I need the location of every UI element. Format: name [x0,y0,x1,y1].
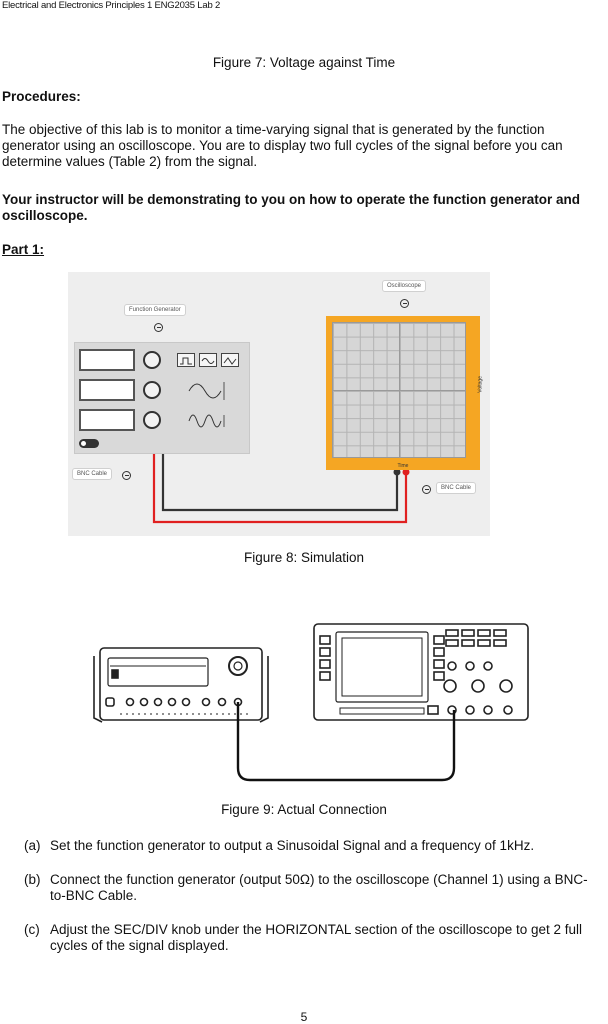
function-generator-panel [74,342,250,454]
generator-display-1 [79,349,135,371]
function-generator-label: Function Generator [124,304,186,316]
figure8-caption: Figure 8: Simulation [243,550,365,565]
procedures-heading: Procedures: [2,89,81,104]
power-toggle[interactable] [79,439,99,448]
function-generator-drawing [93,647,269,723]
generator-display-3 [79,409,135,431]
bnc-cable-left-minus-icon[interactable] [122,471,131,480]
voltage-axis-label: Voltage [478,376,484,393]
step-c-text: Adjust the SEC/DIV knob under the HORIZO… [50,922,583,953]
sine-wave-icon [201,358,215,364]
frequency-sine-icon [188,414,225,428]
bnc-cable-right-minus-icon[interactable] [422,485,431,494]
power-toggle-knob [81,441,86,446]
oscilloscope-label: Oscilloscope [382,280,427,292]
function-generator-minus-icon[interactable] [154,323,163,332]
actual-connection-figure [93,623,529,782]
screen-horizontal-axis [333,390,465,391]
oscilloscope-screen [332,322,466,458]
bnc-cable-drawing [236,702,456,782]
generator-knob-2[interactable] [143,381,161,399]
figure7-caption: Figure 7: Voltage against Time [212,55,396,70]
oscilloscope-drawing [313,623,529,721]
page-header: Electrical and Electronics Principles 1 … [2,0,221,11]
triangle-wave-icon [223,357,237,365]
step-c: (c) Adjust the SEC/DIV knob under the HO… [24,922,604,958]
sine-wave-button[interactable] [199,353,217,367]
figure9-caption: Figure 9: Actual Connection [221,802,387,817]
generator-display-2 [79,379,135,401]
page-number: 5 [300,1010,308,1024]
step-c-marker: (c) [24,922,40,937]
bnc-cable-left-label: BNC Cable [72,468,113,480]
triangle-wave-button[interactable] [221,353,239,367]
bnc-cable-right-label: BNC Cable [436,482,477,494]
step-a-text: Set the function generator to output a S… [50,838,535,853]
step-b-text: Connect the function generator (output 5… [50,872,588,903]
step-a-marker: (a) [24,838,41,853]
generator-knob-1[interactable] [143,351,161,369]
part1-heading: Part 1: [2,242,45,257]
objective-paragraph: The objective of this lab is to monitor … [2,122,563,169]
step-a: (a) Set the function generator to output… [24,838,604,856]
amplitude-sine-icon [188,382,225,400]
square-wave-button[interactable] [177,353,195,367]
generator-knob-3[interactable] [143,411,161,429]
time-axis-label: Time [397,463,409,469]
oscilloscope-minus-icon[interactable] [400,299,409,308]
step-b-marker: (b) [24,872,41,887]
oscilloscope-frame: Voltage Time [326,316,484,470]
simulation-figure: Function Generator Oscilloscope [68,272,490,536]
square-wave-icon [180,357,192,365]
step-b: (b) Connect the function generator (outp… [24,872,604,908]
instructor-note: Your instructor will be demonstrating to… [2,192,581,223]
